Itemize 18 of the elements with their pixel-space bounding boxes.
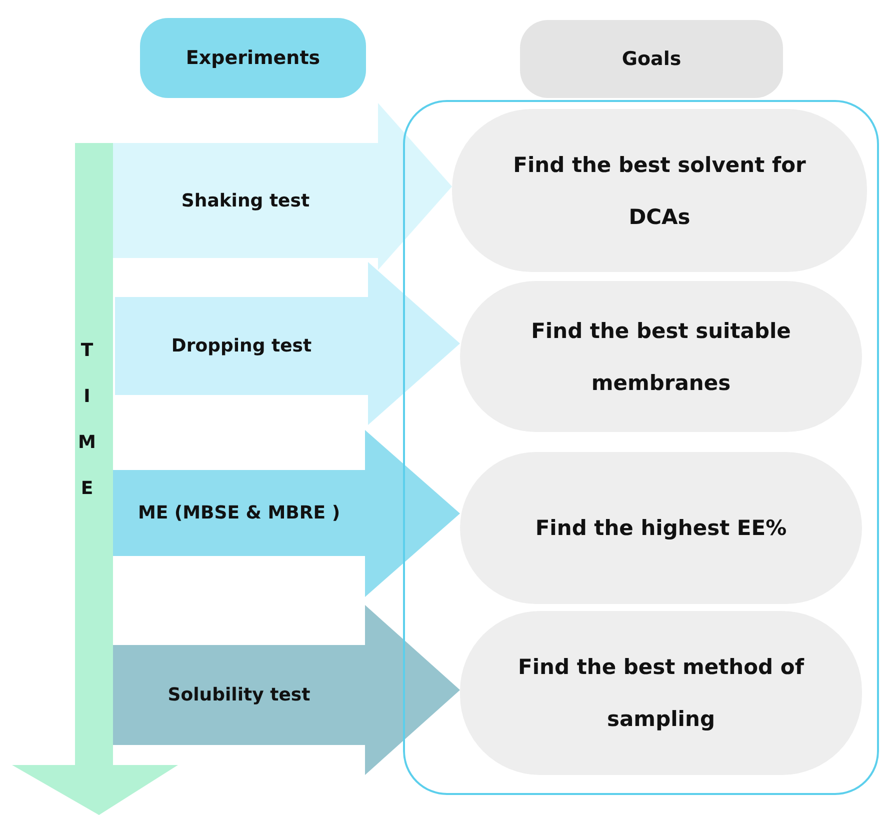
header-pill	[140, 18, 366, 98]
goal-text: Find the best solvent for DCAs	[512, 152, 807, 230]
block-arrow	[113, 605, 460, 775]
edge-label: Dropping test	[171, 334, 312, 358]
block-arrow	[113, 103, 452, 270]
time-label: TIME	[78, 339, 96, 501]
goal-text: Find the best suitable membranes	[530, 318, 792, 396]
block-arrow	[113, 430, 460, 597]
edge-label: Solubility test	[168, 683, 310, 707]
goal-text: Find the best method of sampling	[517, 654, 806, 733]
header-label: Goals	[622, 46, 682, 72]
goals-frame	[403, 100, 879, 795]
header-label: Experiments	[186, 46, 320, 70]
edge-label: ME (MBSE & MBRE )	[138, 501, 340, 525]
header-pill	[520, 20, 783, 98]
edge-label: Shaking test	[181, 188, 310, 212]
goal-text: Find the highest EE%	[535, 515, 787, 542]
block-arrow	[115, 262, 460, 425]
